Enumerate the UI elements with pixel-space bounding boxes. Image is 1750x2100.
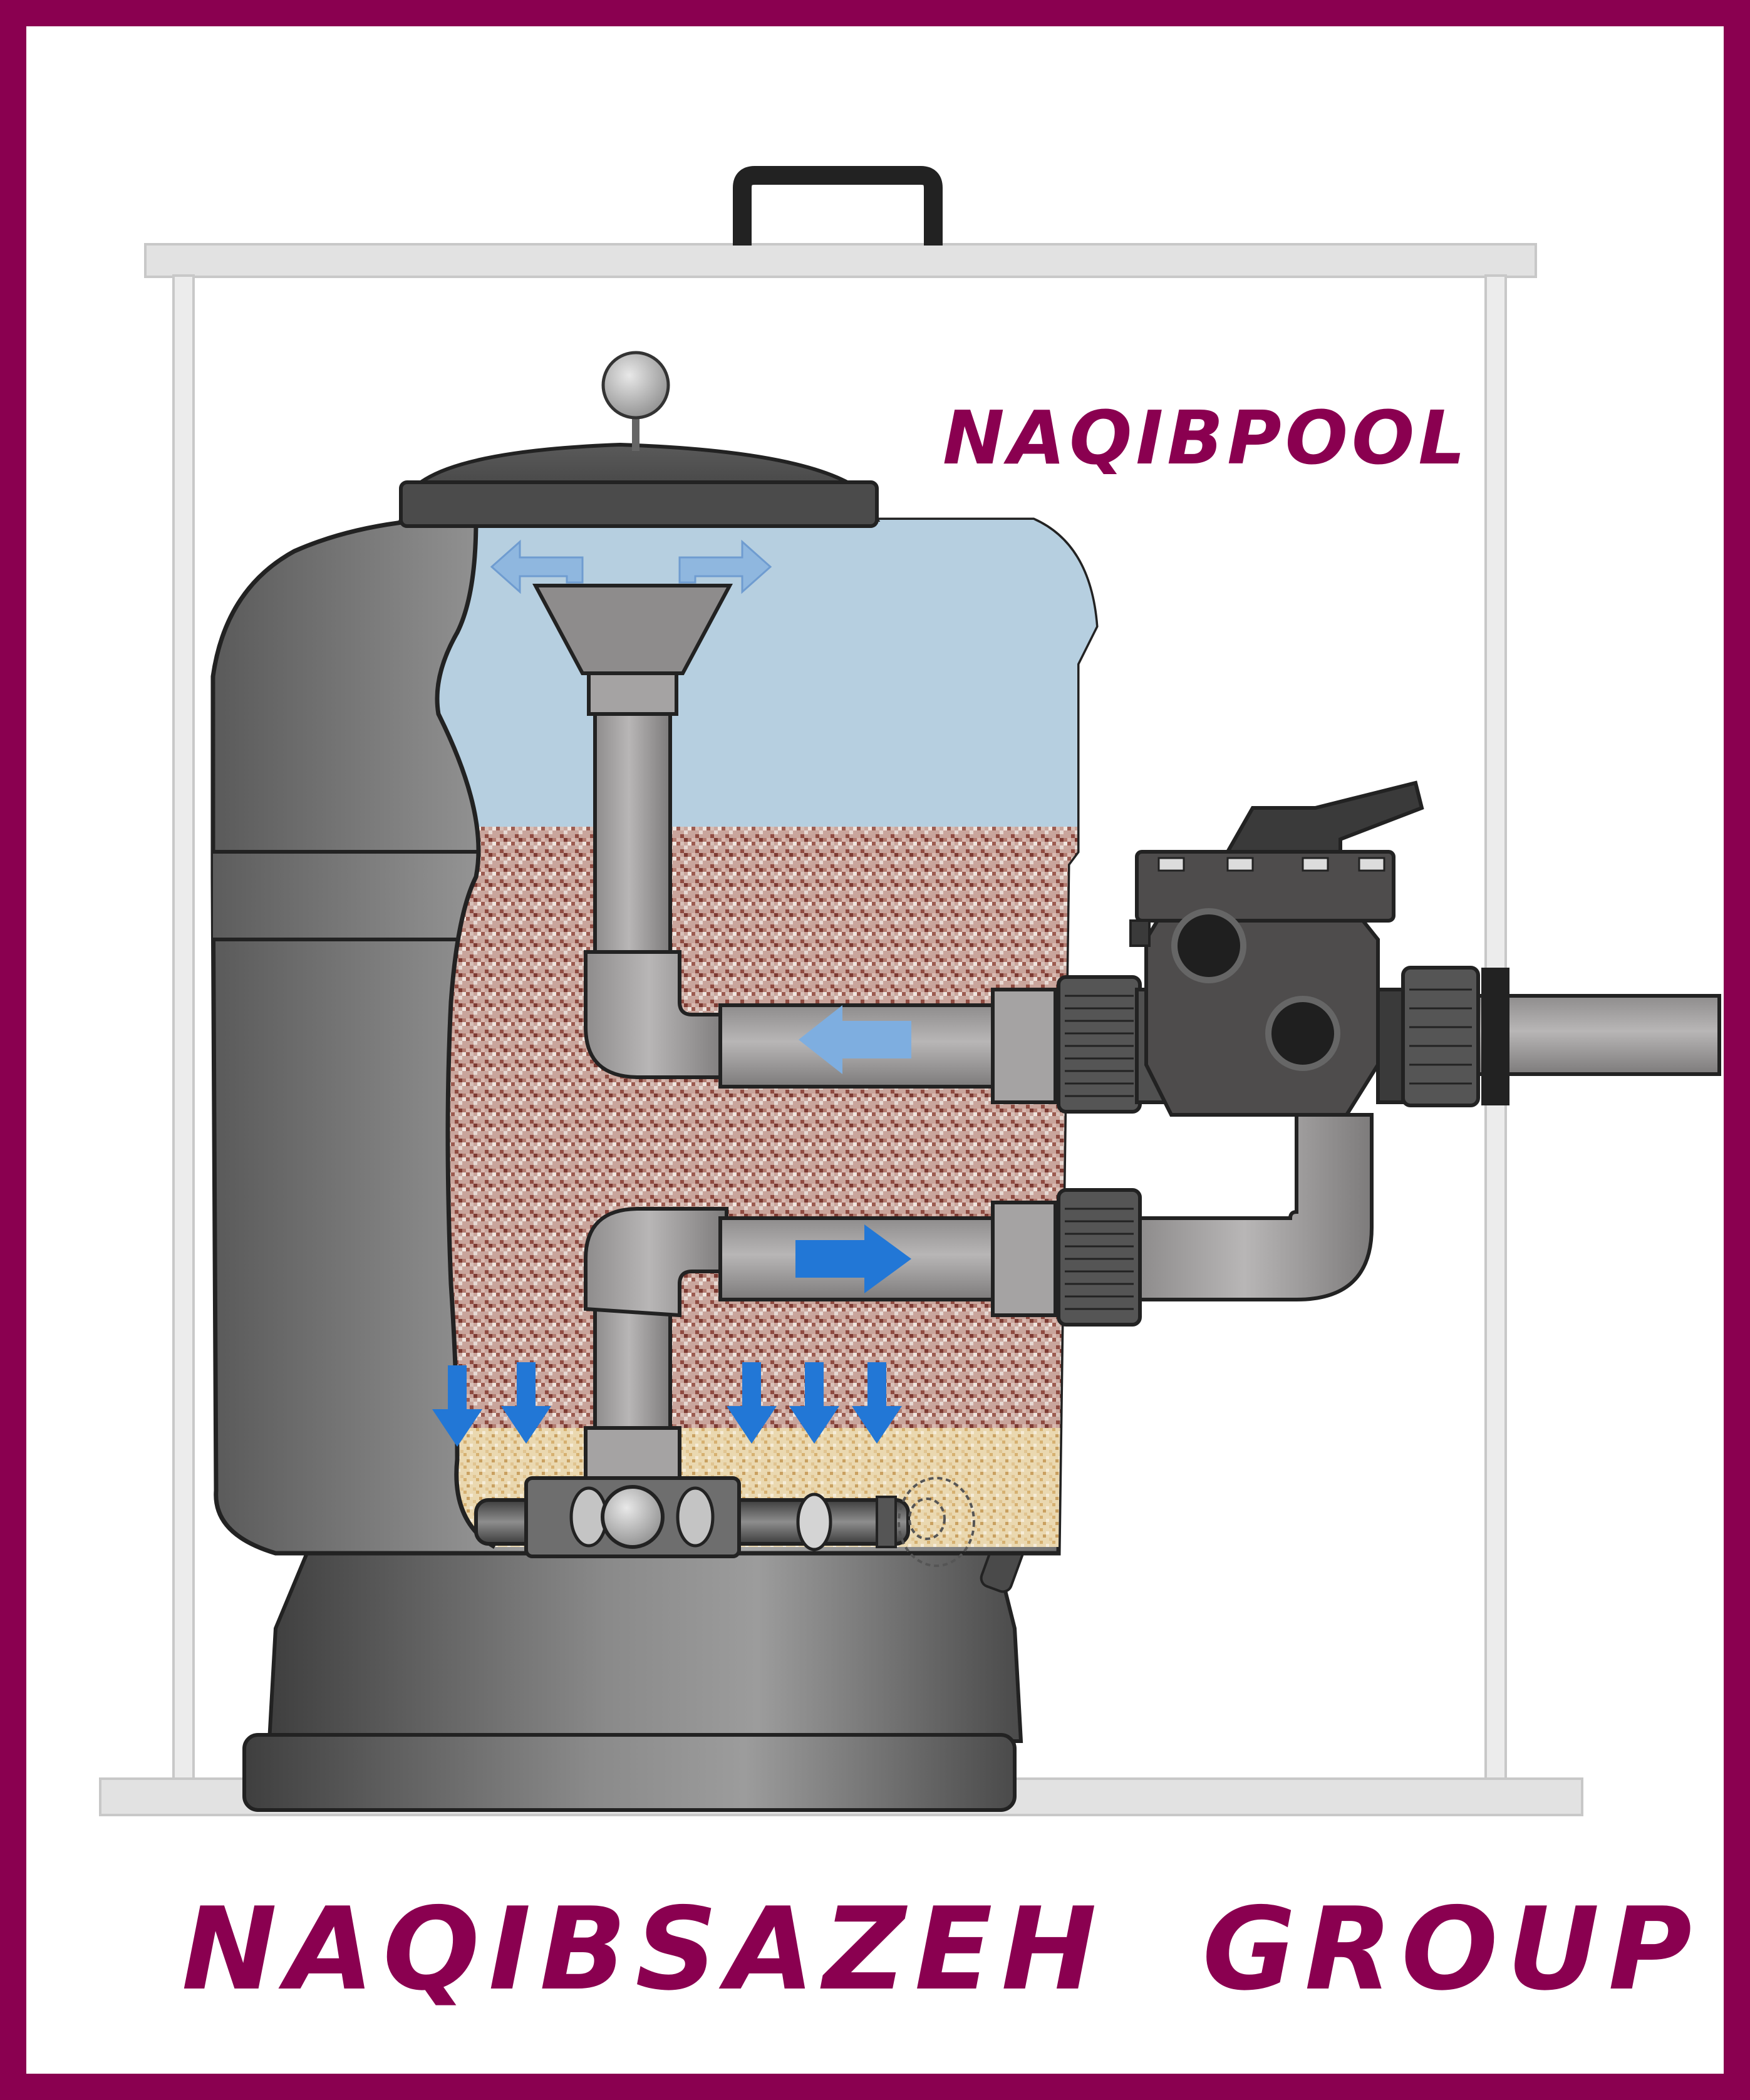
brand-top-label: NAQIBPOOL — [943, 395, 1469, 481]
brand-bottom-label: NAQIBSAZEH GROUP — [182, 1883, 1701, 2015]
sand-layer — [438, 827, 1127, 1428]
air-release-knob-icon — [603, 353, 668, 418]
return-pipe — [1478, 996, 1719, 1074]
tank-base — [244, 1519, 1032, 1810]
